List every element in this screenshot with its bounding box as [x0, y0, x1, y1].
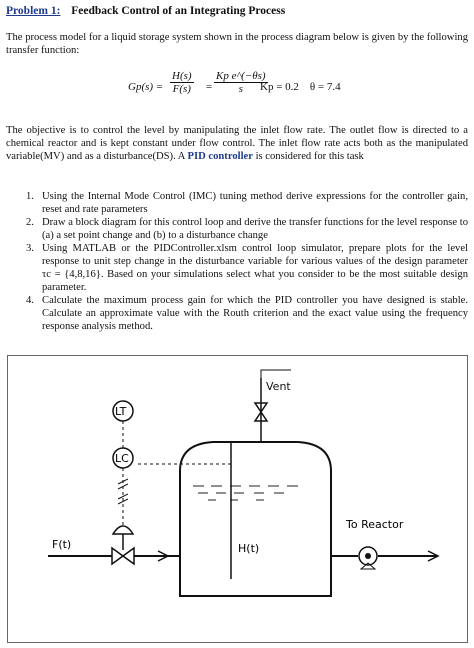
pump-base	[359, 562, 377, 570]
objective-tail: is considered for this task	[252, 151, 364, 162]
equation-lhs: Gp(s) =	[128, 81, 164, 93]
problem-label: Problem 1:	[6, 5, 61, 17]
process-diagram: Vent LT LC F(t) H(t) To Reactor	[7, 355, 468, 643]
problem-title: Feedback Control of an Integrating Proce…	[71, 5, 286, 17]
problem-heading: Problem 1: Feedback Control of an Integr…	[6, 5, 285, 17]
task-number: 2.	[26, 217, 34, 228]
inlet-arrow	[157, 550, 170, 562]
task-text: Calculate the maximum process gain for w…	[42, 295, 468, 332]
liquid-surface	[193, 485, 298, 501]
level-label: H(t)	[238, 542, 259, 555]
numerator-kp: Kp e^(−θs)	[214, 70, 268, 83]
task-number: 3.	[26, 243, 34, 254]
fraction-h-over-f: H(s) F(s)	[170, 70, 194, 95]
to-reactor-label: To Reactor	[345, 518, 404, 531]
pump-center	[365, 553, 371, 559]
intro-paragraph: The process model for a liquid storage s…	[6, 32, 468, 56]
equation-params: Kp = 0.2 θ = 7.4	[260, 81, 341, 93]
task-list: 1. Using the Internal Mode Control (IMC) …	[6, 190, 468, 333]
vent-bracket	[260, 369, 291, 378]
pid-controller-term: PID controller	[187, 151, 253, 162]
transfer-function-equation: Gp(s) = H(s) F(s) = Kp e^(−θs) s Kp = 0.…	[128, 66, 428, 110]
theta-value: θ = 7.4	[309, 81, 341, 93]
objective-text: The objective is to control the level by…	[6, 125, 468, 162]
process-diagram-svg: Vent LT LC F(t) H(t) To Reactor	[48, 369, 440, 597]
signal-hash-marks	[117, 478, 129, 505]
tank-outline	[179, 441, 332, 597]
kp-value: Kp = 0.2	[260, 81, 299, 93]
vent-label: Vent	[266, 380, 291, 393]
vent-valve-icon	[253, 402, 269, 422]
actuator-icon	[111, 525, 135, 535]
inlet-flow-label: F(t)	[52, 538, 71, 551]
lc-label: LC	[115, 452, 129, 465]
list-item: 2. Draw a block diagram for this control …	[6, 216, 468, 242]
numerator-h: H(s)	[170, 70, 194, 83]
inlet-valve-icon	[111, 546, 135, 566]
denominator-f: F(s)	[172, 83, 191, 95]
list-item: 3. Using MATLAB or the PIDController.xlsm…	[6, 242, 468, 294]
task-text: Draw a block diagram for this control lo…	[42, 217, 468, 241]
task-text: Using the Internal Mode Control (IMC) tu…	[42, 191, 468, 215]
denominator-s: s	[238, 83, 243, 95]
objective-paragraph: The objective is to control the level by…	[6, 124, 468, 163]
fraction-kp-over-s: Kp e^(−θs) s	[214, 70, 268, 95]
task-text: Using MATLAB or the PIDController.xlsm c…	[42, 243, 468, 293]
equals-sign: =	[206, 81, 213, 93]
lt-label: LT	[115, 405, 127, 418]
list-item: 4. Calculate the maximum process gain for…	[6, 294, 468, 333]
task-number: 4.	[26, 295, 34, 306]
outlet-arrow	[427, 550, 440, 562]
list-item: 1. Using the Internal Mode Control (IMC) …	[6, 190, 468, 216]
task-number: 1.	[26, 191, 34, 202]
